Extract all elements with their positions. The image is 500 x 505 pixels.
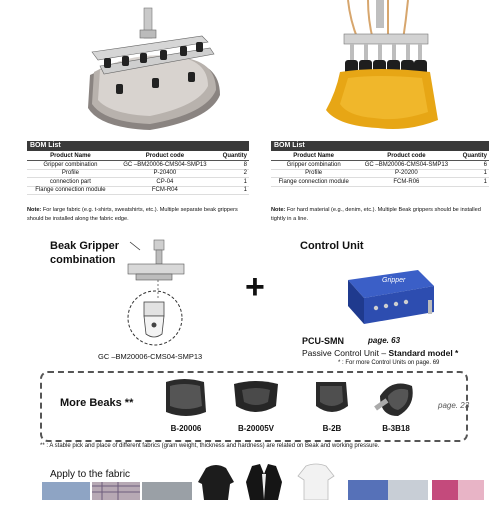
control-page-ref: page. 63	[368, 336, 401, 345]
table-cell: 8	[215, 160, 249, 170]
table-cell: P-20400	[113, 169, 216, 178]
control-description-prefix: Passive Control Unit –	[302, 348, 387, 358]
gripper-code: GC –BM20006-CMS04-SMP13	[98, 352, 203, 361]
table-cell: FCM-R04	[113, 186, 216, 195]
more-beaks-box	[40, 371, 468, 442]
beak-label: B-20005V	[237, 424, 275, 433]
beak-b-20006-image	[160, 376, 212, 422]
beaks-page-ref: page. 23	[438, 401, 470, 410]
bom-left-table: Product Name Product code Quantity Gripp…	[27, 151, 249, 195]
table-header-row: Product Name Product code Quantity	[27, 151, 249, 161]
table-cell: 6	[456, 160, 489, 170]
gripper-assembly-on-fabric-image	[70, 0, 230, 135]
note-text: For large fabric (e.g. t-shirts, sweatsh…	[27, 207, 238, 222]
beak-label: B-3B18	[382, 424, 410, 433]
table-cell: connection part	[27, 177, 114, 187]
table-cell: 1	[215, 177, 249, 187]
table-cell: CP-04	[113, 177, 216, 187]
table-header-row: Product Name Product code Quantity	[271, 151, 489, 161]
table-row: Flange connection module FCM-R04 1	[27, 186, 249, 195]
table-cell: 1	[456, 177, 489, 187]
gripper-title-line1: Beak Gripper	[50, 240, 120, 252]
bom-left-note: Note: For large fabric (e.g. t-shirts, s…	[27, 206, 249, 224]
table-cell: Flange connection module	[27, 186, 114, 195]
control-description: Passive Control Unit – Standard model *	[302, 348, 458, 358]
table-cell: Profile	[271, 169, 357, 178]
beak-label: B-2B	[322, 424, 342, 433]
control-model: PCU-SMN	[302, 336, 344, 346]
table-row: Gripper combination GC –BM20006-CMS04-SM…	[271, 160, 489, 170]
control-unit-image: Gripper	[340, 262, 440, 334]
table-cell: Flange connection module	[271, 177, 357, 187]
fabric-swatch-image	[42, 482, 192, 500]
column-header: Quantity	[215, 151, 249, 161]
table-row: Profile P-20400 2	[27, 169, 249, 178]
table-row: Profile P-20200 1	[271, 169, 489, 178]
white-shirt-image	[296, 462, 336, 501]
table-cell: Profile	[27, 169, 114, 178]
beak-b-2b-image	[308, 376, 354, 422]
control-description-bold: Standard model *	[388, 348, 459, 358]
fabric-texture-image	[348, 480, 428, 500]
table-cell: GC –BM20006-CMS04-SMP13	[113, 160, 216, 170]
apply-title: Apply to the fabric	[50, 469, 131, 480]
beak-b-20005v-image	[228, 376, 284, 422]
column-header: Product Name	[27, 151, 114, 161]
note-label: Note:	[271, 207, 286, 213]
bom-right-note: Note: For hard material (e.g., denim, et…	[271, 206, 489, 224]
column-header: Product code	[356, 151, 457, 161]
table-cell: 1	[456, 169, 489, 178]
note-label: Note:	[27, 207, 42, 213]
control-footnote: * : For more Control Units on page. 69	[338, 360, 440, 366]
column-header: Product code	[113, 151, 216, 161]
table-cell: 2	[215, 169, 249, 178]
table-cell: Gripper combination	[27, 160, 114, 170]
gripper-combination-image	[110, 238, 210, 350]
column-header: Product Name	[271, 151, 357, 161]
table-cell: P-20200	[356, 169, 457, 178]
beaks-title: More Beaks **	[60, 397, 134, 409]
beak-label: B-20006	[170, 424, 202, 433]
hoodie-image	[196, 462, 236, 500]
table-cell: FCM-R06	[356, 177, 457, 187]
bom-left-header: BOM List	[27, 141, 249, 151]
table-cell: GC –BM20006-CMS04-SMP13	[356, 160, 457, 170]
beak-b-3b18-image	[370, 376, 420, 422]
blazer-image	[244, 462, 284, 500]
plus-sign: +	[245, 268, 265, 306]
bom-right-table: Product Name Product code Quantity Gripp…	[271, 151, 489, 187]
fabric-roll-image	[432, 480, 484, 500]
table-row: connection part CP-04 1	[27, 177, 249, 187]
control-unit-title: Control Unit	[300, 240, 364, 252]
gripper-title-line2: combination	[50, 254, 116, 266]
table-cell: 1	[215, 186, 249, 195]
beaks-footnote: ** : A stable pick and place of differen…	[40, 443, 380, 449]
table-cell: Gripper combination	[271, 160, 357, 170]
table-row: Flange connection module FCM-R06 1	[271, 177, 489, 187]
note-text: For hard material (e.g., denim, etc.). M…	[271, 207, 481, 222]
svg-text:Gripper: Gripper	[382, 277, 406, 284]
table-row: Gripper combination GC –BM20006-CMS04-SM…	[27, 160, 249, 170]
bom-right-header: BOM List	[271, 141, 489, 151]
column-header: Quantity	[456, 151, 489, 161]
gripper-array-yellow-fabric-image	[318, 0, 443, 135]
